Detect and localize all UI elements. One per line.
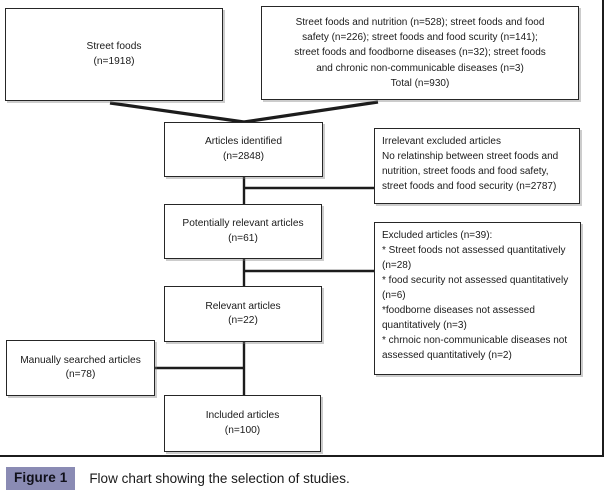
node-line: nutrition, street foods and food safety,: [382, 166, 549, 177]
node-excluded-articles: Excluded articles (n=39): * Street foods…: [374, 222, 581, 375]
node-line: Potentially relevant articles: [182, 218, 304, 230]
node-line: quantitatively (n=3): [382, 320, 467, 331]
node-street-foods: Street foods (n=1918): [5, 8, 223, 101]
node-line: (n=22): [228, 315, 258, 326]
node-line: Irrelevant excluded articles: [382, 136, 501, 147]
node-line: Manually searched articles: [20, 354, 141, 366]
node-line: (n=78): [65, 369, 96, 380]
figure-caption-text: Flow chart showing the selection of stud…: [89, 471, 350, 486]
node-line: Street foods and nutrition (n=528); stre…: [295, 17, 545, 29]
node-line: (n=100): [224, 424, 261, 436]
node-relevant-articles: Relevant articles (n=22): [164, 286, 322, 342]
node-line: Total (n=930): [390, 77, 450, 89]
edge-search-terms-to-articles: [243, 100, 379, 124]
edge-street-foods-to-articles: [109, 101, 245, 124]
figure-caption: Figure 1 Flow chart showing the selectio…: [0, 461, 607, 496]
node-line: * food security not assessed quantitativ…: [382, 275, 569, 286]
node-line: Street foods: [86, 41, 142, 53]
figure-number-badge: Figure 1: [6, 467, 76, 490]
flowchart-connectors: [109, 100, 379, 395]
node-line: Included articles: [205, 410, 280, 422]
node-line: Articles identified: [204, 136, 282, 148]
node-line: street foods and food security (n=2787): [382, 181, 557, 192]
node-line: street foods and foodborne diseases (n=3…: [294, 47, 546, 59]
node-line: * chrnoic non-communicable diseases not: [382, 335, 568, 346]
node-manually-searched-articles: Manually searched articles (n=78): [6, 340, 155, 396]
node-line: No relatinship between street foods and: [382, 151, 559, 162]
node-line: (n=1918): [93, 55, 135, 67]
node-line: Excluded articles (n=39):: [382, 230, 493, 241]
node-search-terms: Street foods and nutrition (n=528); stre…: [261, 6, 579, 100]
node-line: (n=28): [382, 260, 412, 271]
node-line: and chronic non-communicable diseases (n…: [316, 62, 524, 74]
node-irrelevant-excluded-articles: Irrelevant excluded articles No relatins…: [374, 128, 580, 204]
node-potentially-relevant-articles: Potentially relevant articles (n=61): [164, 204, 322, 259]
node-line: safety (n=226); street foods and food sc…: [302, 32, 538, 44]
node-line: * Street foods not assessed quantitative…: [382, 245, 566, 256]
node-line: assessed quantitatively (n=2): [382, 350, 512, 361]
node-line: Relevant articles: [205, 300, 281, 312]
node-line: *foodborne diseases not assessed: [382, 305, 535, 316]
node-articles-identified: Articles identified (n=2848): [164, 122, 323, 177]
node-line: (n=2848): [222, 150, 265, 162]
node-line: (n=61): [228, 232, 258, 244]
node-included-articles: Included articles (n=100): [164, 395, 321, 452]
node-line: (n=6): [382, 290, 406, 301]
